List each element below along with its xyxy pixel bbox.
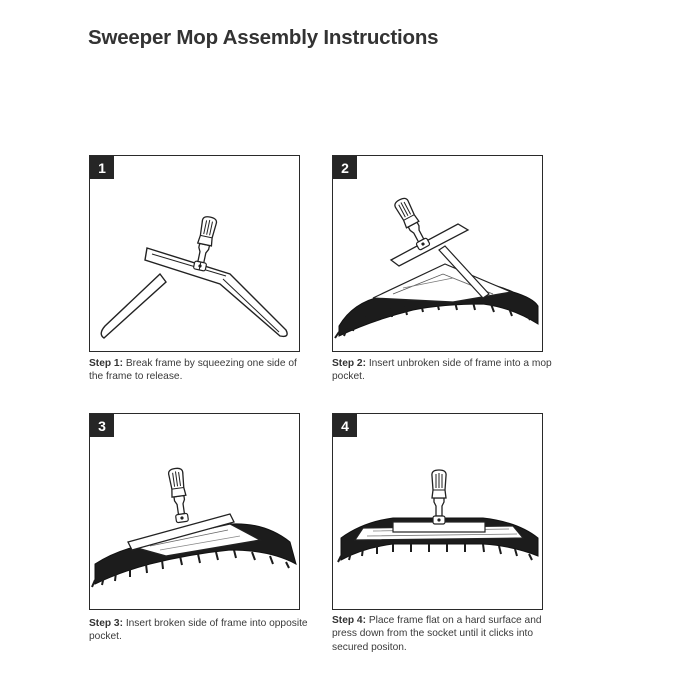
step-2-panel: 2 [332,155,543,352]
step-1-text: Break frame by squeezing one side of the… [89,358,297,383]
step-2-text: Insert unbroken side of frame into a mop… [332,358,552,383]
step-1-illustration [100,214,288,339]
step-3-text: Insert broken side of frame into opposit… [89,618,308,643]
step-3-label: Step 3: [89,618,123,629]
step-1-badge: 1 [90,156,114,179]
step-3-panel: 3 [89,413,300,610]
step-1-label: Step 1: [89,358,123,369]
step-2-label: Step 2: [332,358,366,369]
step-4-caption: Step 4: Place frame flat on a hard surfa… [332,614,554,654]
step-4-label: Step 4: [332,615,366,626]
step-3-illustration [91,466,297,588]
step-4-text: Place frame flat on a hard surface and p… [332,615,542,653]
step-3-badge: 3 [90,414,114,437]
step-2-illustration [334,195,539,339]
step-3-caption: Step 3: Insert broken side of frame into… [89,617,311,644]
step-4-badge: 4 [333,414,357,437]
step-1-caption: Step 1: Break frame by squeezing one sid… [89,357,311,384]
step-2-caption: Step 2: Insert unbroken side of frame in… [332,357,554,384]
step-4-panel: 4 [332,413,543,610]
step-1-panel: 1 [89,155,300,352]
step-4-illustration [337,469,539,563]
step-2-badge: 2 [333,156,357,179]
page-title: Sweeper Mop Assembly Instructions [88,26,439,49]
